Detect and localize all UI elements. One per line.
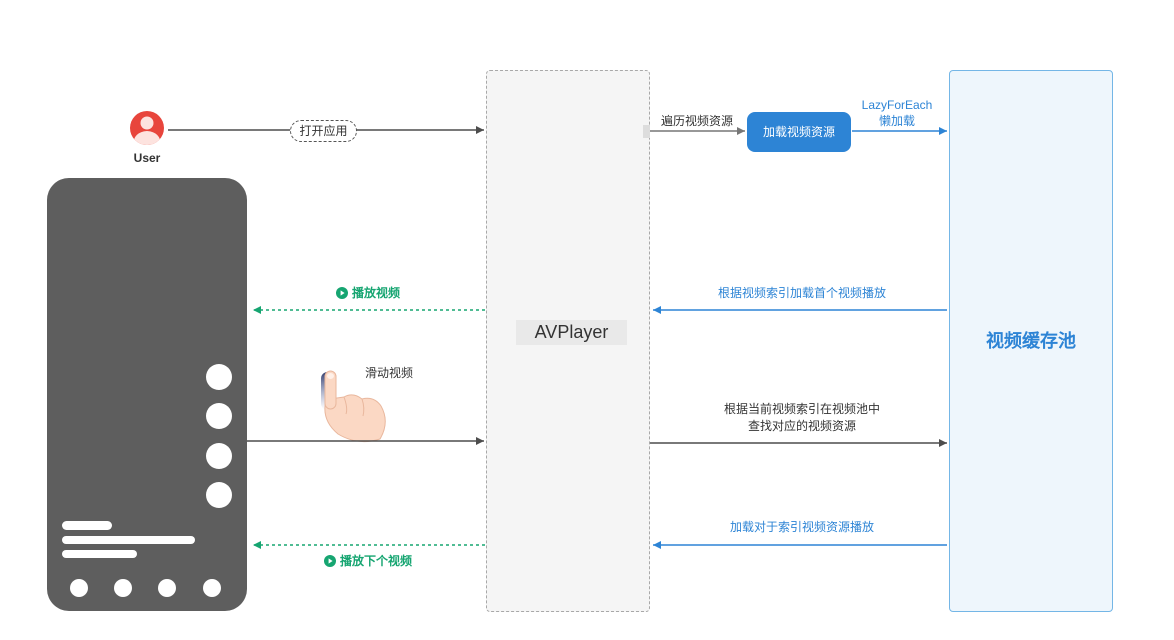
play-video-text: 播放视频	[352, 286, 401, 300]
phone-nav-dot	[203, 579, 221, 597]
phone-action-button	[206, 443, 232, 469]
edge-label-lazy-foreach: LazyForEach	[861, 98, 933, 112]
phone-caption-line	[62, 521, 112, 530]
edge-label-traverse-resources: 遍历视频资源	[660, 114, 734, 128]
edge-label-lazy-load: 懒加载	[878, 114, 916, 128]
edge-label-swipe-video: 滑动视频	[365, 366, 414, 380]
phone-nav-dot	[70, 579, 88, 597]
phone-caption-line	[62, 550, 137, 558]
phone-nav-dot	[114, 579, 132, 597]
edge-label-load-indexed-video: 加载对于索引视频资源播放	[729, 520, 875, 534]
play-icon	[336, 287, 348, 299]
phone-action-button	[206, 482, 232, 508]
video-cache-pool-container	[949, 70, 1113, 612]
node-avplayer-label: AVPlayer	[516, 320, 627, 345]
phone-mockup	[47, 178, 247, 611]
avplayer-port	[643, 125, 650, 138]
hand-swipe-icon	[321, 370, 386, 443]
edge-label-find-resource-line2: 查找对应的视频资源	[747, 419, 857, 433]
user-avatar-icon	[130, 111, 164, 145]
play-next-video-text: 播放下个视频	[340, 554, 413, 568]
edge-label-load-first-video: 根据视频索引加载首个视频播放	[717, 286, 887, 300]
phone-action-button	[206, 403, 232, 429]
user-label: User	[133, 151, 161, 165]
phone-caption-line	[62, 536, 195, 544]
edge-label-play-video: 播放视频	[336, 286, 400, 300]
phone-body	[47, 178, 247, 611]
node-load-video-resource: 加载视频资源	[747, 112, 851, 152]
phone-nav-dot	[158, 579, 176, 597]
play-icon	[324, 555, 336, 567]
node-cache-pool-label: 视频缓存池	[986, 331, 1076, 351]
edge-label-open-app: 打开应用	[290, 120, 357, 142]
edge-label-find-resource-line1: 根据当前视频索引在视频池中	[723, 402, 881, 416]
edge-label-play-next-video: 播放下个视频	[324, 554, 412, 568]
phone-action-button	[206, 364, 232, 390]
